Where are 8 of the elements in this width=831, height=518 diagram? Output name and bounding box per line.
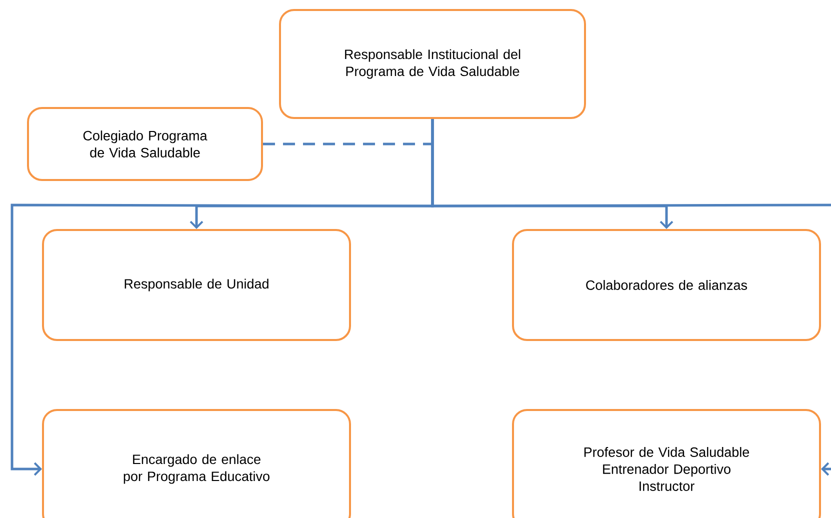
org-box: Colegiado Programa de Vida Saludable (27, 107, 263, 181)
connector (263, 142, 432, 146)
org-box: Profesor de Vida Saludable Entrenador Deportivo Instructor (512, 409, 821, 518)
org-box: Responsable de Unidad (42, 229, 351, 341)
org-box: Encargado de enlace por Programa Educativo (42, 409, 351, 518)
org-box: Colaboradores de alianzas (512, 229, 821, 341)
connector (431, 119, 831, 476)
org-box: Responsable Institucional del Programa de Vida Saludable (279, 9, 586, 119)
